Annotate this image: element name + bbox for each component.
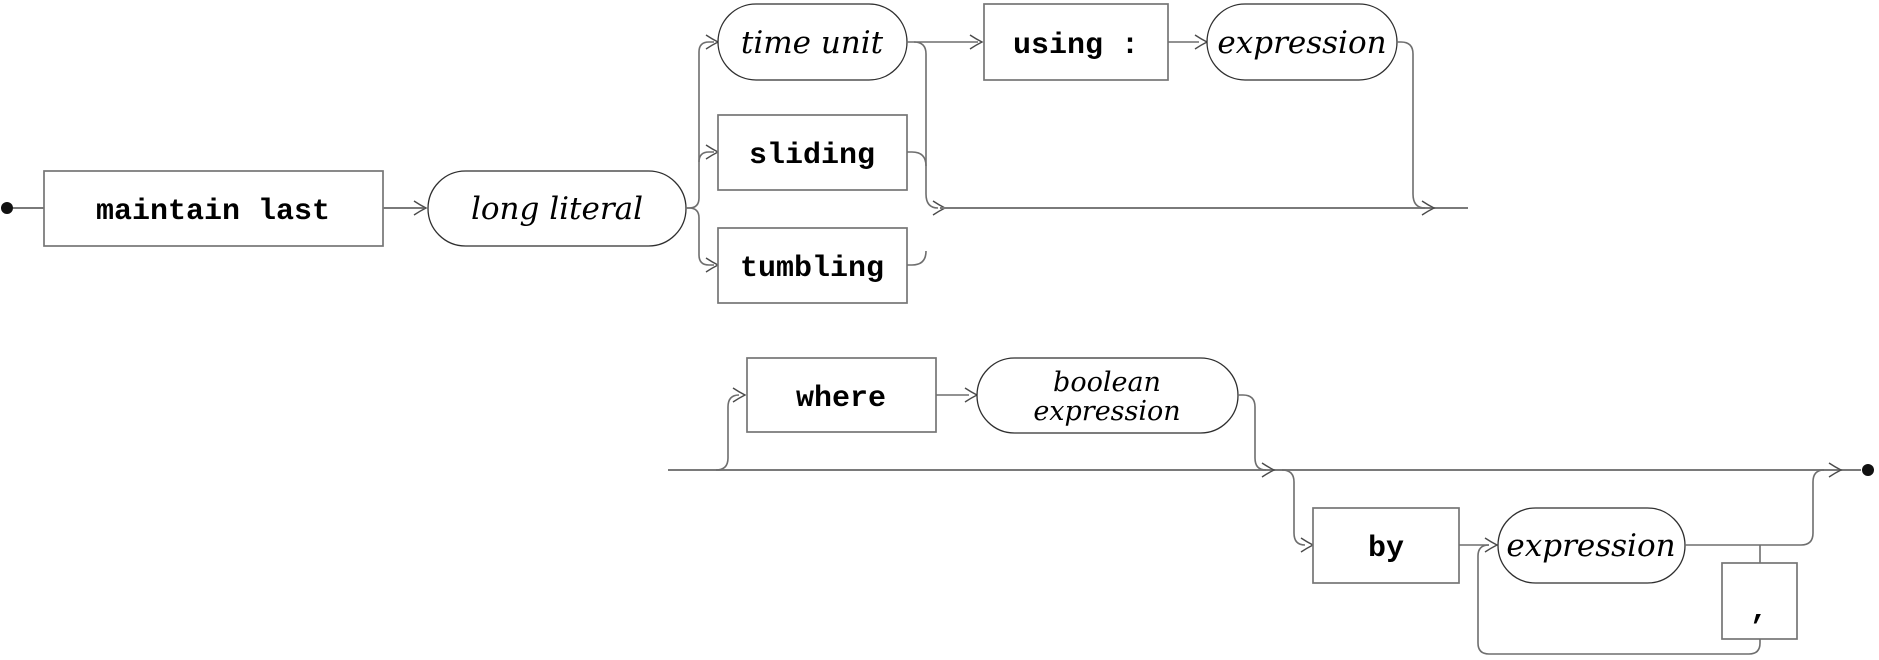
rail-branch-time-unit [686,41,714,209]
keyword-label-comma: , [1750,594,1768,628]
keyword-box-tumbling [717,227,908,304]
nonterminal-label-time-unit: time unit [741,25,884,61]
keyword-box-using [983,3,1169,81]
keyword-label-where: where [796,382,886,416]
rail-branch-sliding [698,151,714,163]
start-terminal-dot [1,202,13,214]
nonterminal-label-expression-using: expression [1217,25,1386,61]
rail-boolean-return [1238,394,1267,471]
rail-branch-where [715,394,740,471]
rail-expression-by-return [1685,469,1825,546]
rail-branch-tumbling [686,207,714,266]
rail-branch-by [1281,469,1306,546]
nonterminal-label-boolean-expression-line1: boolean [1053,367,1161,398]
arrowhead-where [732,387,747,403]
arrowhead-using [969,34,984,50]
arrowhead-return-main1 [1421,200,1436,216]
rail-comma-loop [1477,544,1761,655]
nonterminal-label-expression-by: expression [1506,528,1675,564]
keyword-box-sliding [717,114,908,191]
rail-expression-return [1397,41,1426,209]
keyword-label-using: using : [1013,29,1139,63]
end-terminal-dot [1862,464,1874,476]
keyword-label-sliding: sliding [749,139,875,173]
nonterminal-label-long-literal: long literal [471,191,643,227]
keyword-label-by: by [1368,532,1404,566]
arrowhead-long-literal [413,200,428,216]
keyword-label-maintain-last: maintain last [96,195,330,229]
arrowhead-end [1828,462,1843,478]
nonterminal-label-boolean-expression-line2: expression [1033,396,1180,427]
rail-merge-vertical [913,41,939,209]
arrowhead-expression-by [1484,537,1499,553]
arrowhead-merge-main2 [1261,462,1276,478]
keyword-label-tumbling: tumbling [740,252,884,286]
rail-tumbling-join [907,250,927,266]
rail-sliding-join [907,151,927,167]
